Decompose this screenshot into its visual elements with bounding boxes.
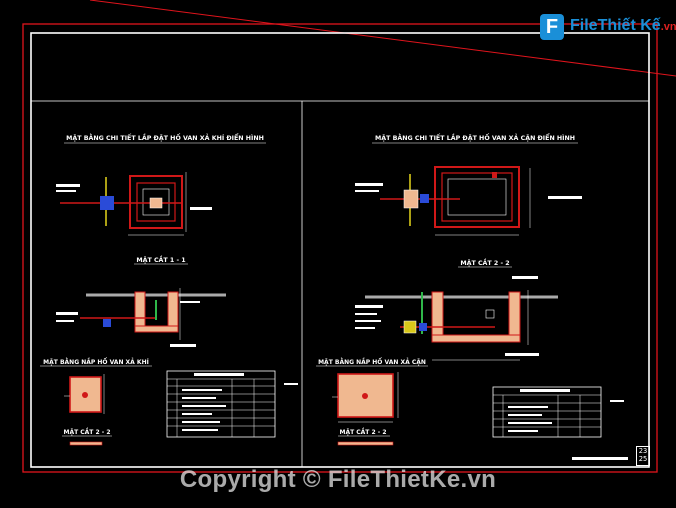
left-cover-section [69, 441, 103, 446]
right-plan-view [355, 166, 582, 236]
page-total: 25 [638, 455, 648, 463]
right-cover-plan [332, 372, 399, 423]
left-plan-title: MẶT BẰNG CHI TIẾT LẮP ĐẶT HỐ VAN XẢ KHÍ … [66, 132, 264, 142]
right-cover-section [337, 441, 394, 446]
logo-domain: .vn [660, 21, 676, 33]
diagonal-line [89, 0, 676, 77]
outer-frame [22, 23, 658, 473]
right-section-title: MẶT CẮT 2 - 2 [460, 257, 509, 267]
copyright-watermark: Copyright © FileThietKe.vn [179, 466, 497, 493]
left-cover-plan [64, 374, 105, 414]
logo-mark-icon: F [540, 14, 564, 40]
page-number-box: 23 25 [636, 446, 650, 466]
right-cover-section-title: MẶT CẮT 2 - 2 [339, 428, 386, 436]
logo-brand: FileThiết Kế [570, 17, 661, 34]
title-block-line [572, 457, 628, 460]
right-plan-title: MẶT BẰNG CHI TIẾT LẮP ĐẶT HỐ VAN XẢ CẶN … [375, 132, 575, 142]
left-section-title: MẶT CẮT 1 - 1 [136, 254, 185, 264]
left-materials-table [166, 370, 298, 438]
inner-frame [30, 32, 650, 468]
right-cover-plan-title: MẶT BẰNG NẮP HỐ VAN XẢ CẶN [318, 358, 426, 366]
left-cover-plan-title: MẶT BẰNG NẮP HỐ VAN XẢ KHÍ [43, 358, 149, 366]
right-materials-table [492, 386, 624, 438]
page-number: 23 [638, 447, 648, 455]
right-section-view [355, 276, 558, 361]
left-section-view [56, 288, 226, 347]
left-plan-view [56, 172, 212, 236]
left-cover-section-title: MẶT CẮT 2 - 2 [63, 428, 110, 436]
